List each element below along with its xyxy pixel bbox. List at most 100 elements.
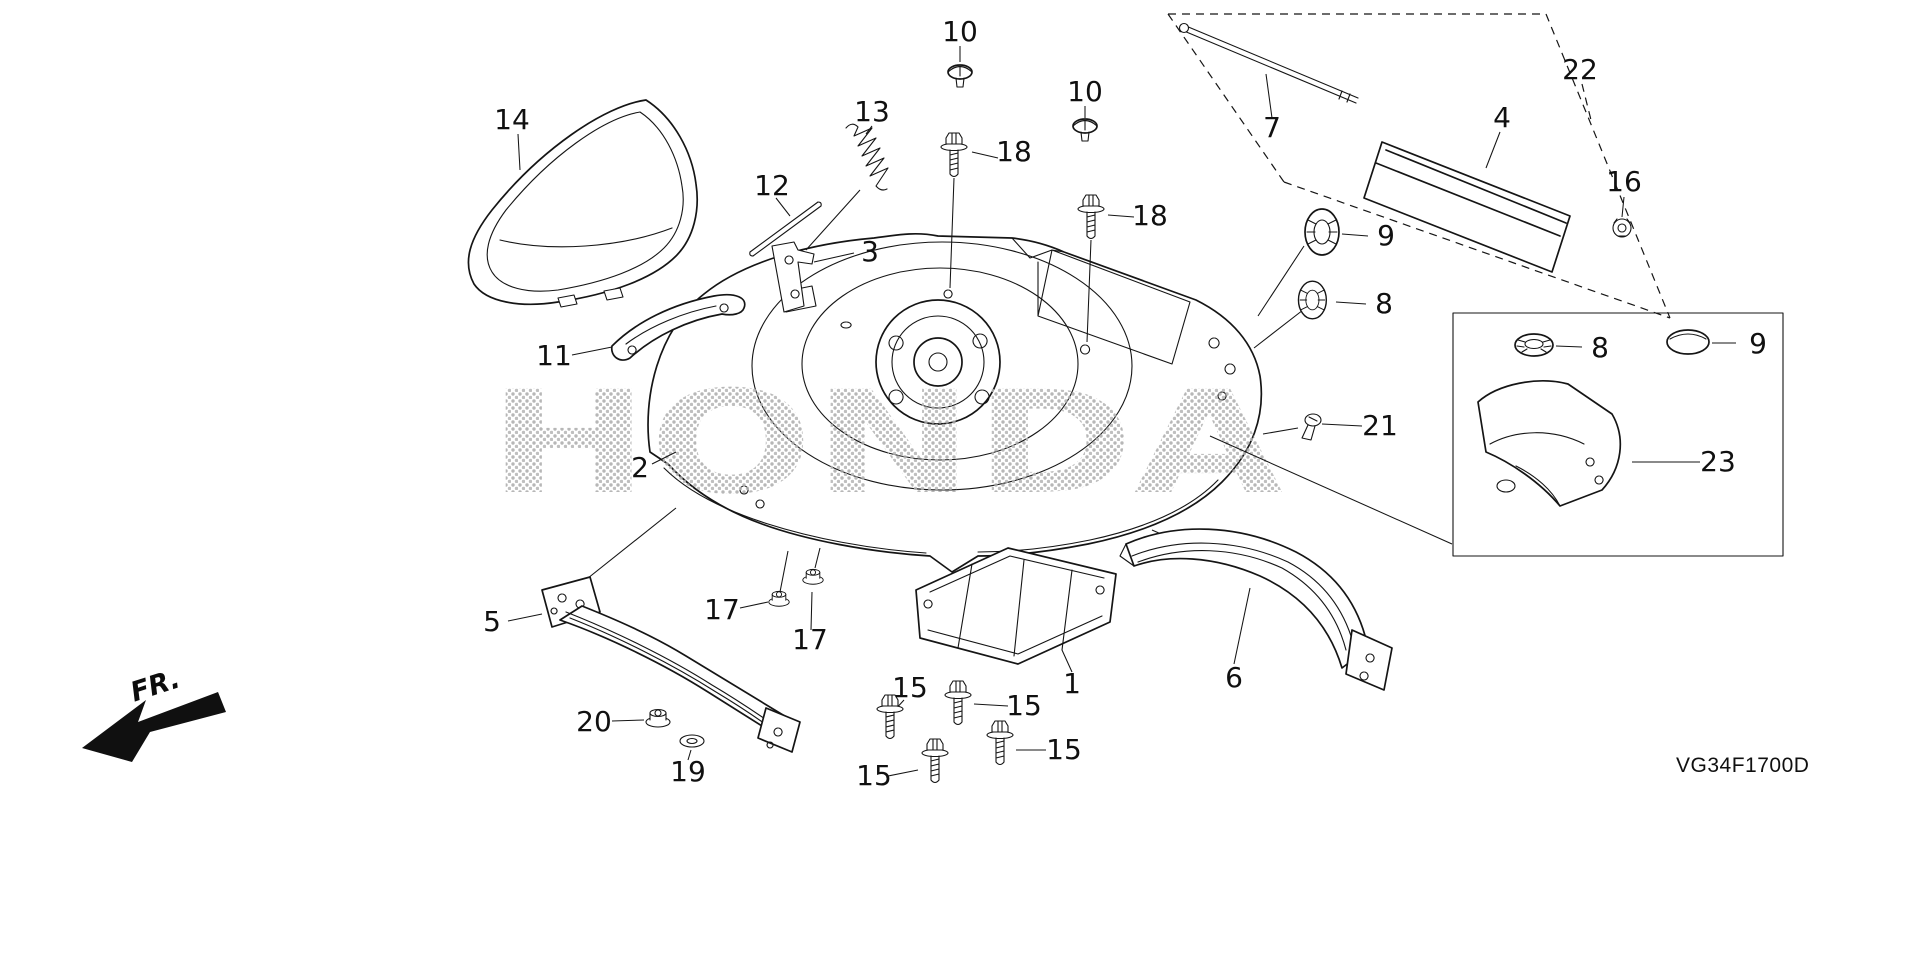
bracket-holes	[784, 255, 800, 299]
callout-19: 19	[670, 755, 706, 788]
deflector-outline	[467, 99, 699, 306]
deck-dome-ring-inner	[801, 267, 1079, 461]
callout-21: 21	[1362, 409, 1398, 442]
callout-22: 22	[1562, 53, 1598, 86]
bracket23-inner-lines	[1489, 432, 1585, 507]
pan-ribs	[927, 555, 1105, 657]
callout-9-b: 9	[1749, 327, 1767, 360]
part-9-cap	[1666, 329, 1710, 355]
callout-12: 12	[754, 169, 790, 202]
part-9-grommet-front	[1304, 208, 1340, 256]
callout-5: 5	[483, 605, 501, 638]
callout-7: 7	[1263, 111, 1281, 144]
part-4-plate	[1363, 141, 1571, 273]
part-11-stay	[610, 293, 746, 361]
callout-13: 13	[854, 95, 890, 128]
part-18-bolt-b	[1077, 194, 1105, 240]
callout-14: 14	[494, 103, 530, 136]
callout-4: 4	[1493, 101, 1511, 134]
stay-outline	[610, 293, 746, 361]
deflector-clips	[557, 287, 624, 308]
part-7-rod	[1178, 22, 1359, 104]
part-8-grommet-top	[1514, 333, 1554, 357]
callout-2: 2	[631, 451, 649, 484]
deck-hub-bolt-holes	[888, 333, 990, 405]
clip-shank	[1301, 416, 1318, 441]
rail5-bracket-holes	[766, 727, 783, 749]
rail6-holes	[1359, 653, 1375, 681]
part-8-grommet-front	[1297, 280, 1328, 320]
callout-17-b: 17	[792, 623, 828, 656]
part-6-skirt-right	[1119, 528, 1393, 691]
group-box-23	[1452, 312, 1784, 557]
callout-18-b: 18	[1132, 199, 1168, 232]
rod-lines	[1183, 25, 1359, 104]
part-21-clip	[1301, 413, 1322, 441]
deflector-inner-line	[486, 111, 684, 292]
washer-outer	[679, 734, 705, 748]
part-10-clip-b	[1072, 118, 1098, 142]
callout-1: 1	[1063, 667, 1081, 700]
nut-outer	[1612, 218, 1632, 238]
drawing-code: VG34F1700D	[1676, 754, 1809, 777]
callout-9-a: 9	[1377, 219, 1395, 252]
part-20-nut	[645, 708, 671, 728]
callout-20: 20	[576, 705, 612, 738]
rail6-inner-curves	[1119, 542, 1355, 651]
callout-15-a: 15	[892, 671, 928, 704]
stay-holes	[627, 303, 729, 355]
callout-23: 23	[1700, 445, 1736, 478]
pan-holes	[923, 585, 1105, 609]
callout-15-b: 15	[1006, 689, 1042, 722]
clip-head	[1304, 413, 1322, 427]
cap-edge	[1669, 333, 1707, 340]
rail5-inner-curves	[565, 611, 769, 727]
part-13-spring	[845, 123, 889, 191]
part-10-clip-a	[947, 64, 973, 88]
part-5-skirt-left	[541, 576, 801, 753]
group-box-22	[1167, 13, 1671, 319]
callout-8-a: 8	[1375, 287, 1393, 320]
nut-facets	[1613, 218, 1631, 237]
part-3-bracket	[771, 241, 815, 313]
callout-10-a: 10	[942, 15, 978, 48]
part-2-deck	[647, 233, 1263, 573]
part-23-bracket	[1477, 380, 1622, 507]
callout-3: 3	[861, 235, 879, 268]
pan-outline	[915, 547, 1117, 665]
washer-inner	[686, 737, 698, 745]
detail-boxes	[1167, 13, 1784, 557]
part-16-nut	[1612, 218, 1632, 238]
fr-label: FR.	[127, 663, 184, 708]
part-14-deflector	[467, 99, 699, 308]
fr-arrow-icon	[82, 692, 226, 762]
bracket23-boss	[1496, 479, 1516, 493]
part-19-washer	[679, 734, 705, 748]
bracket23-outline	[1477, 380, 1622, 507]
part-15-bolt-b	[944, 680, 972, 726]
rod-ball-end	[1178, 22, 1190, 34]
bracket-outline	[771, 241, 815, 313]
callout-11: 11	[536, 339, 572, 372]
honda-watermark: HONDA	[488, 361, 1283, 526]
callout-16: 16	[1606, 165, 1642, 198]
leader-lines	[507, 46, 1736, 777]
part-17-nut-b	[802, 568, 824, 585]
nut-inner	[1617, 223, 1627, 233]
callout-10-b: 10	[1067, 75, 1103, 108]
callout-17-a: 17	[704, 593, 740, 626]
deck-shaft-hole	[913, 337, 963, 387]
part-1-belly-pan	[915, 547, 1117, 665]
callout-15-d: 15	[856, 759, 892, 792]
front-direction-marker: FR.	[82, 663, 226, 762]
deck-dome-ring-outer	[751, 241, 1133, 491]
callout-8-b: 8	[1591, 331, 1609, 364]
bracket23-holes	[1585, 457, 1604, 485]
deck-small-holes	[739, 289, 1236, 509]
callout-15-c: 15	[1046, 733, 1082, 766]
rail6-end-plate	[1345, 629, 1393, 691]
part-15-bolt-d	[921, 738, 949, 784]
deck-hub-ring	[875, 299, 1001, 425]
